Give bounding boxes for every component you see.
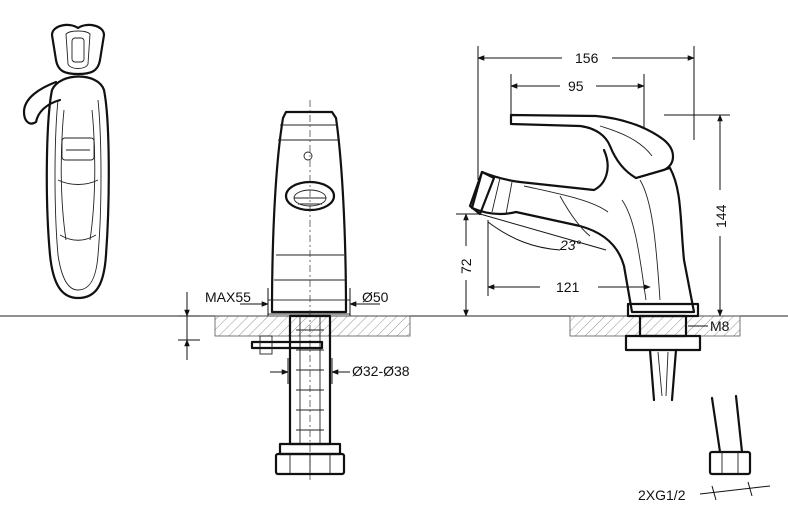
base-diameter-label: Ø50 bbox=[362, 289, 389, 305]
countertop bbox=[0, 315, 788, 337]
total-height-label: 144 bbox=[713, 204, 729, 228]
hole-diameter-label: Ø32-Ø38 bbox=[352, 363, 410, 379]
side-view bbox=[468, 113, 752, 476]
top-view bbox=[22, 23, 110, 300]
spout-angle-label: 23° bbox=[559, 237, 582, 253]
hose-connection-label: 2XG1/2 bbox=[638, 487, 686, 503]
thread-stud-label: M8 bbox=[710, 318, 730, 334]
lever-length-label: 95 bbox=[568, 78, 584, 94]
max-height-label: MAX55 bbox=[205, 289, 251, 305]
spout-reach-label: 121 bbox=[556, 279, 580, 295]
front-view bbox=[250, 100, 351, 480]
front-dimensions: MAX55 Ø50 Ø32-Ø38 bbox=[178, 288, 410, 384]
total-length-label: 156 bbox=[575, 50, 599, 66]
side-dimensions: 156 95 144 72 23° 121 M8 2XG1/2 bbox=[456, 46, 771, 503]
spout-height-label: 72 bbox=[458, 258, 474, 274]
